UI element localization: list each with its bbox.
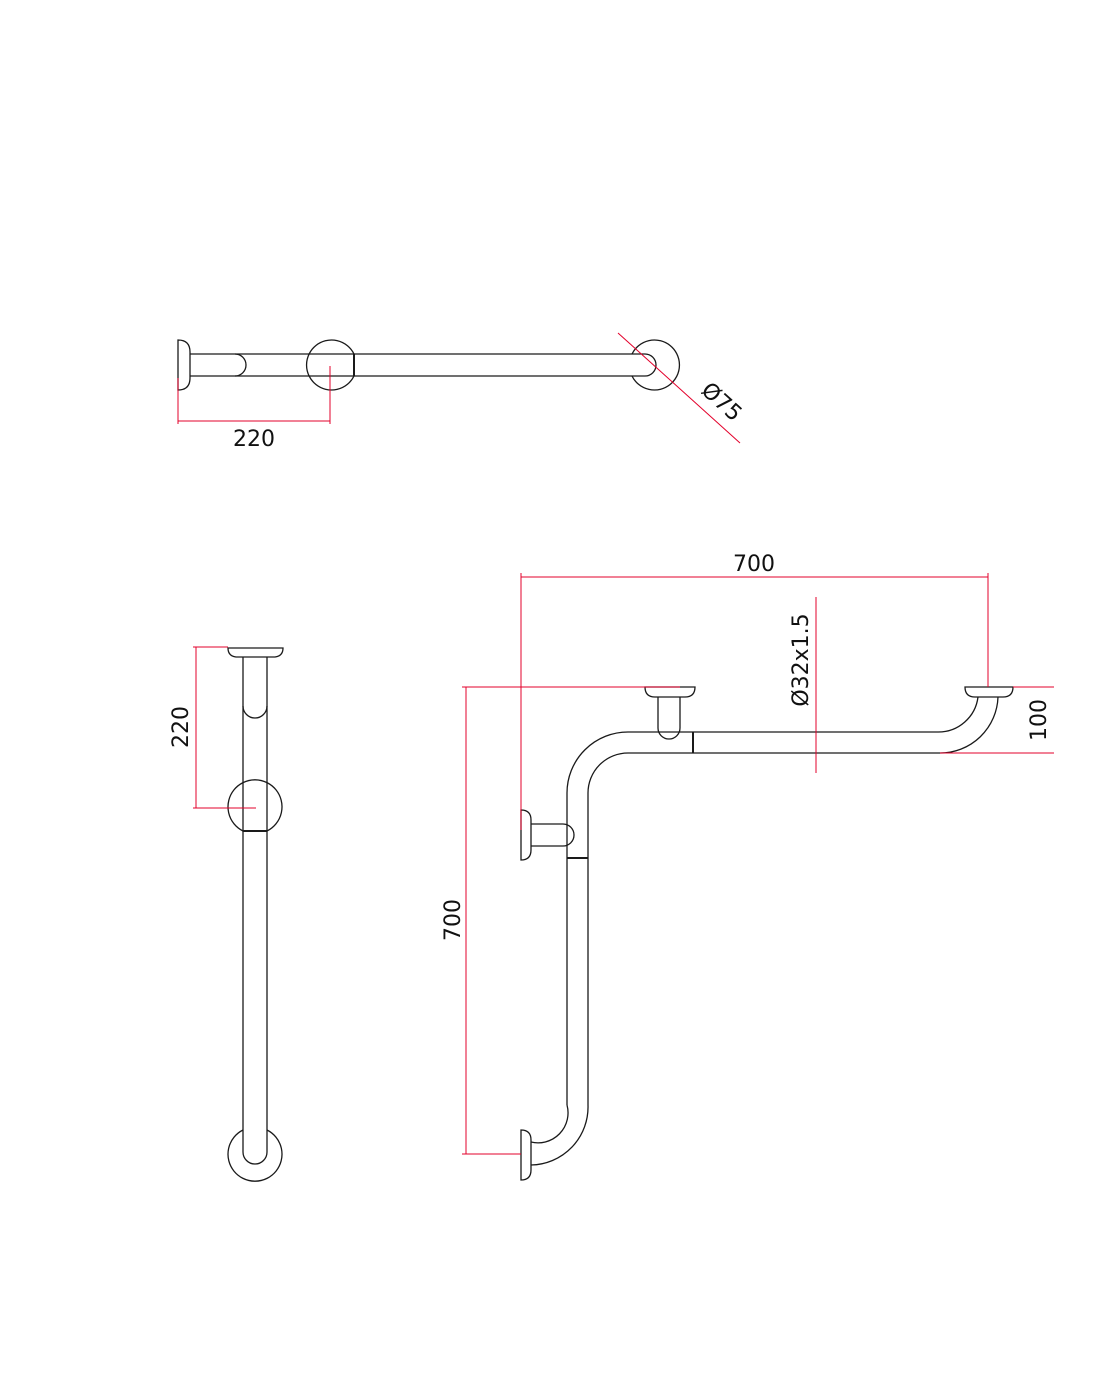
front-left-stub	[531, 823, 575, 847]
top-bar-tube	[190, 353, 657, 377]
side-bar-tube	[242, 657, 268, 1165]
front-top-flange	[644, 686, 696, 698]
top-dim-220-label: 220	[233, 427, 275, 452]
front-tube-inner	[587, 696, 999, 1105]
side-bottom-flange	[227, 1129, 283, 1182]
front-right-flange	[964, 686, 1014, 698]
top-right-flange	[631, 339, 681, 391]
top-stub-end	[234, 353, 247, 377]
front-left-flange	[520, 809, 532, 861]
side-stub-end	[242, 705, 268, 719]
side-mid-flange	[227, 779, 283, 832]
front-tube-outer	[566, 696, 979, 1105]
front-dim-height-label: 700	[441, 899, 466, 941]
front-dim-width-label: 700	[733, 552, 775, 577]
side-view: 220	[169, 646, 284, 1182]
side-dim-220-label: 220	[169, 706, 194, 748]
front-dim-offset-label: 100	[1027, 699, 1052, 741]
front-bottom-flange	[520, 1129, 532, 1181]
top-left-flange	[177, 339, 191, 391]
front-view: 700 700 100 Ø32x1.5	[441, 552, 1054, 1181]
top-view: 220 Ø75	[177, 332, 746, 452]
side-top-flange	[227, 647, 284, 658]
top-dim-diameter-label: Ø75	[696, 378, 746, 427]
top-dim-line-diameter	[617, 332, 741, 444]
top-mid-flange	[305, 339, 355, 391]
front-dim-tube-label: Ø32x1.5	[789, 613, 814, 706]
front-top-stub	[657, 697, 681, 740]
